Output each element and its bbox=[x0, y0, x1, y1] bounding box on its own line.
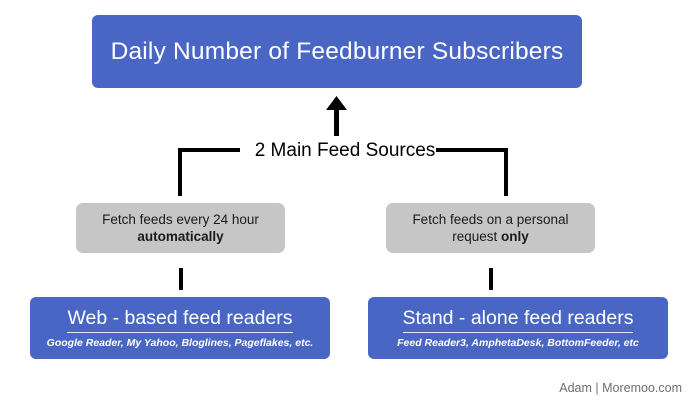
gray-box-automatic: Fetch feeds every 24 hour automatically bbox=[76, 203, 285, 253]
bracket-vertical-right bbox=[504, 148, 508, 196]
bracket-horizontal-left bbox=[178, 148, 240, 152]
gray-box-on-request-line2-prefix: request bbox=[452, 229, 501, 244]
blue-box-stand-alone-examples: Feed Reader3, AmphetaDesk, BottomFeeder,… bbox=[397, 337, 639, 349]
blue-box-web-based-heading: Web - based feed readers bbox=[67, 307, 293, 333]
gray-box-on-request: Fetch feeds on a personal request only bbox=[386, 203, 595, 253]
gray-box-automatic-line2: automatically bbox=[137, 228, 223, 245]
gray-box-on-request-emphasis: only bbox=[501, 229, 529, 244]
arrow-up-icon bbox=[325, 96, 349, 136]
credit-text: Adam | Moremoo.com bbox=[559, 381, 682, 395]
page-title: Daily Number of Feedburner Subscribers bbox=[110, 37, 564, 65]
blue-box-stand-alone-heading: Stand - alone feed readers bbox=[402, 307, 634, 333]
title-box: Daily Number of Feedburner Subscribers bbox=[92, 15, 582, 88]
branch-bracket bbox=[178, 148, 508, 198]
blue-box-web-based-examples: Google Reader, My Yahoo, Bloglines, Page… bbox=[46, 337, 314, 349]
gray-box-automatic-line1: Fetch feeds every 24 hour bbox=[102, 212, 259, 227]
bracket-label: 2 Main Feed Sources bbox=[254, 140, 436, 161]
gray-box-automatic-emphasis: automatically bbox=[137, 229, 224, 244]
blue-box-stand-alone: Stand - alone feed readers Feed Reader3,… bbox=[368, 297, 668, 359]
gray-box-on-request-line1: Fetch feeds on a personal bbox=[412, 212, 569, 227]
blue-box-web-based: Web - based feed readers Google Reader, … bbox=[30, 297, 330, 359]
gray-box-on-request-line2: request only bbox=[452, 228, 529, 245]
bracket-vertical-left bbox=[178, 148, 182, 196]
connector-left bbox=[179, 268, 183, 290]
bracket-horizontal-right bbox=[436, 148, 508, 152]
connector-right bbox=[489, 268, 493, 290]
